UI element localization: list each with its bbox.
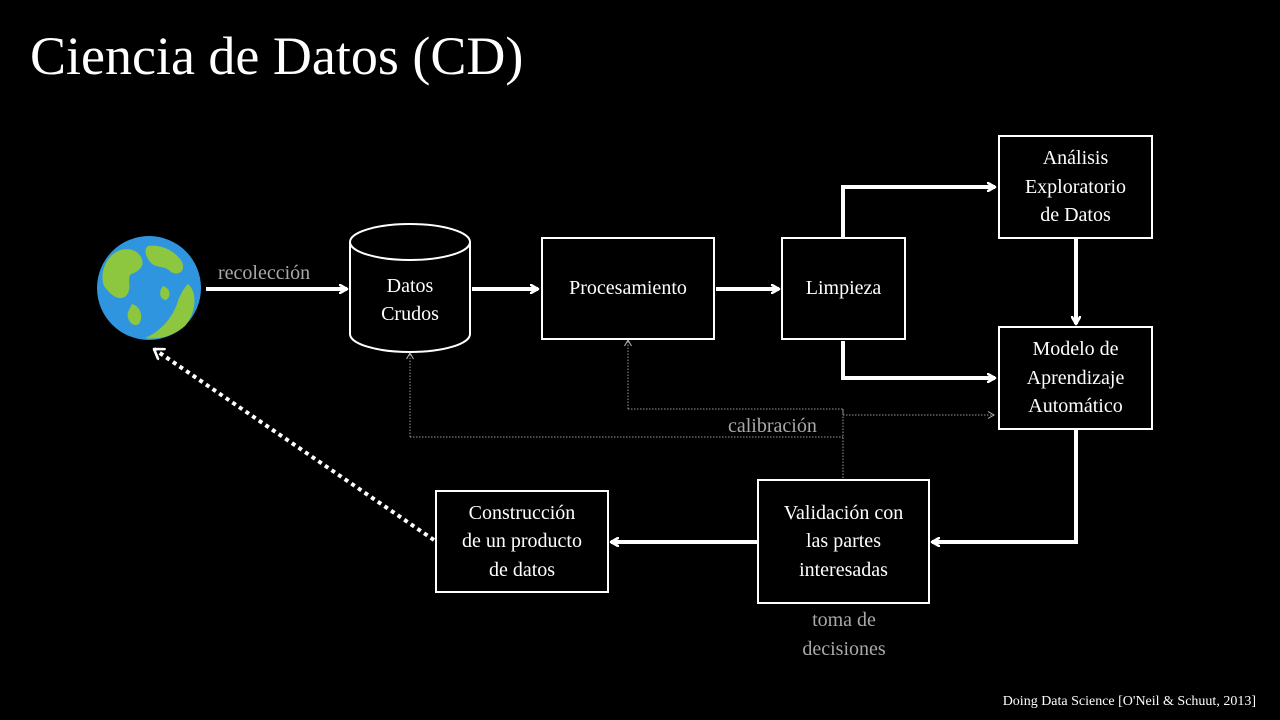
- globe-icon: [97, 236, 201, 340]
- validacion-node: Validación con las partes interesadas: [757, 479, 930, 604]
- limpieza-label: Limpieza: [805, 277, 882, 300]
- toma-decisiones-label: toma de decisiones: [802, 609, 886, 660]
- slide-title: Ciencia de Datos (CD): [30, 26, 524, 86]
- citation: Doing Data Science [O'Neil & Schuut, 201…: [1002, 694, 1256, 709]
- calibration-lines: [406, 339, 995, 478]
- procesamiento-label: Procesamiento: [569, 277, 687, 300]
- datos-crudos-node: Datos Crudos: [381, 274, 439, 325]
- arrow-limpieza-to-analisis: [841, 187, 995, 237]
- datos-crudos-cylinder: [349, 223, 471, 353]
- construccion-label: Construcción de un producto de datos: [462, 501, 582, 581]
- arrow-producto-to-world: [154, 347, 436, 542]
- analisis-exploratorio-node: Análisis Exploratorio de Datos: [998, 135, 1153, 239]
- analisis-label: Análisis Exploratorio de Datos: [1024, 147, 1127, 227]
- procesamiento-node: Procesamiento: [541, 237, 715, 340]
- construccion-producto-node: Construcción de un producto de datos: [435, 490, 609, 593]
- arrow-limpieza-to-modelo: [841, 341, 995, 378]
- recoleccion-label: recolección: [218, 262, 311, 284]
- limpieza-node: Limpieza: [781, 237, 906, 340]
- modelo-aprendizaje-node: Modelo de Aprendizaje Automático: [998, 326, 1153, 430]
- calibracion-label: calibración: [728, 415, 817, 437]
- modelo-label: Modelo de Aprendizaje Automático: [1026, 338, 1125, 418]
- arrow-modelo-to-validacion: [932, 430, 1078, 542]
- validacion-label: Validación con las partes interesadas: [783, 501, 904, 581]
